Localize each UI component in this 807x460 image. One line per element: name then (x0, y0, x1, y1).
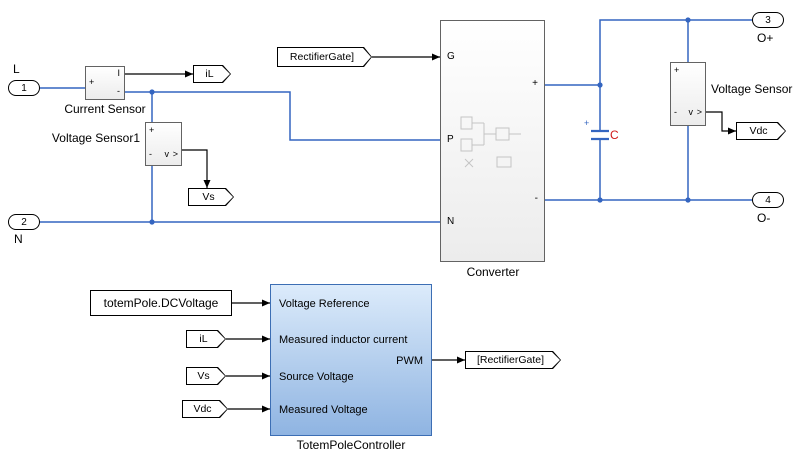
from-tag-rectifiergate-text: RectifierGate] (278, 48, 371, 66)
minus-terminal-mark: - (149, 149, 152, 159)
goto-tag-vs-text: Vs (189, 189, 233, 205)
wire-current-sensor-to-converter-p[interactable] (125, 91, 440, 141)
controller-input-measured-voltage: Measured Voltage (279, 404, 368, 416)
capacitor-label: C (610, 128, 619, 142)
junction-dot (685, 17, 691, 23)
wire-voltage-sensor-to-vdc-goto[interactable] (706, 111, 736, 135)
output-port-3[interactable]: 3 (752, 12, 784, 28)
minus-terminal-mark: - (674, 107, 677, 117)
wire-voltage-sensor1-to-vs-goto[interactable] (182, 149, 211, 188)
from-tag-rectifiergate[interactable]: RectifierGate] (277, 47, 372, 67)
voltage-sensor-label: Voltage Sensor (711, 82, 793, 96)
from-tag-vs-text: Vs (187, 368, 225, 384)
voltage-sensor1-block[interactable]: + - v > (145, 122, 182, 166)
converter-port-n: N (447, 216, 455, 227)
converter-block[interactable]: G P N + - (440, 20, 545, 262)
voltage-sensor1-label: Voltage Sensor1 (51, 131, 140, 145)
plus-terminal-mark: + (149, 125, 155, 135)
plus-terminal-mark: + (89, 77, 95, 87)
from-tag-vdc[interactable]: Vdc (182, 400, 228, 418)
goto-tag-vdc[interactable]: Vdc (736, 122, 786, 140)
converter-port-minus: - (534, 193, 538, 204)
input-port-2[interactable]: 2 (8, 214, 40, 230)
port-1-label: L (13, 62, 20, 76)
current-sensor-label: Current Sensor (64, 102, 146, 116)
wire-dc-plus-bus[interactable] (599, 19, 752, 131)
port-number: 3 (765, 14, 771, 26)
controller-input-voltage-reference: Voltage Reference (279, 298, 370, 310)
current-output-mark: I (117, 68, 120, 78)
goto-tag-vdc-text: Vdc (737, 123, 785, 139)
voltage-output-mark: v (164, 149, 170, 159)
converter-port-p: P (447, 134, 454, 145)
output-chevron-mark: > (696, 107, 702, 117)
output-chevron-mark: > (172, 149, 178, 159)
port-number: 1 (21, 82, 27, 94)
port-number: 4 (765, 194, 771, 206)
plus-terminal-mark: + (674, 65, 680, 75)
minus-terminal-mark: - (117, 86, 120, 96)
junction-dot (597, 197, 603, 203)
junction-dot (149, 219, 155, 225)
from-tag-vdc-text: Vdc (183, 401, 227, 417)
from-tag-il-text: iL (187, 331, 225, 347)
input-port-1[interactable]: 1 (8, 80, 40, 96)
converter-schematic-icon (460, 116, 521, 168)
totempolecontroller-label: TotemPoleController (296, 438, 406, 452)
voltage-output-mark: v (688, 107, 694, 117)
controller-input-measured-inductor-current: Measured inductor current (279, 334, 408, 346)
goto-tag-rectifiergate[interactable]: [RectifierGate] (465, 351, 561, 369)
controller-input-source-voltage: Source Voltage (279, 371, 354, 383)
junction-dot (685, 197, 691, 203)
junction-dot (149, 89, 155, 95)
junction-dot (597, 82, 603, 88)
converter-port-plus: + (532, 78, 538, 89)
output-port-4[interactable]: 4 (752, 192, 784, 208)
current-sensor-block[interactable]: + - I (85, 66, 125, 100)
from-tag-vs[interactable]: Vs (186, 367, 226, 385)
port-2-label: N (14, 232, 23, 246)
goto-tag-vs[interactable]: Vs (188, 188, 234, 206)
voltage-sensor-block[interactable]: + - v > (670, 62, 706, 126)
goto-tag-il-text: iL (194, 66, 230, 82)
converter-label: Converter (466, 265, 520, 279)
port-3-label: O+ (757, 31, 774, 45)
goto-tag-rectifiergate-text: [RectifierGate] (466, 352, 560, 368)
controller-output-pwm: PWM (396, 355, 423, 367)
capacitor-plus-mark: + (584, 118, 590, 128)
dcvoltage-constant-block[interactable]: totemPole.DCVoltage (90, 290, 232, 316)
goto-tag-il[interactable]: iL (193, 65, 231, 83)
port-4-label: O- (757, 211, 771, 225)
totempolecontroller-block[interactable]: Voltage Reference Measured inductor curr… (270, 284, 432, 436)
dcvoltage-constant-text: totemPole.DCVoltage (103, 296, 219, 310)
converter-port-g: G (447, 51, 455, 62)
from-tag-il[interactable]: iL (186, 330, 226, 348)
port-number: 2 (21, 216, 27, 228)
